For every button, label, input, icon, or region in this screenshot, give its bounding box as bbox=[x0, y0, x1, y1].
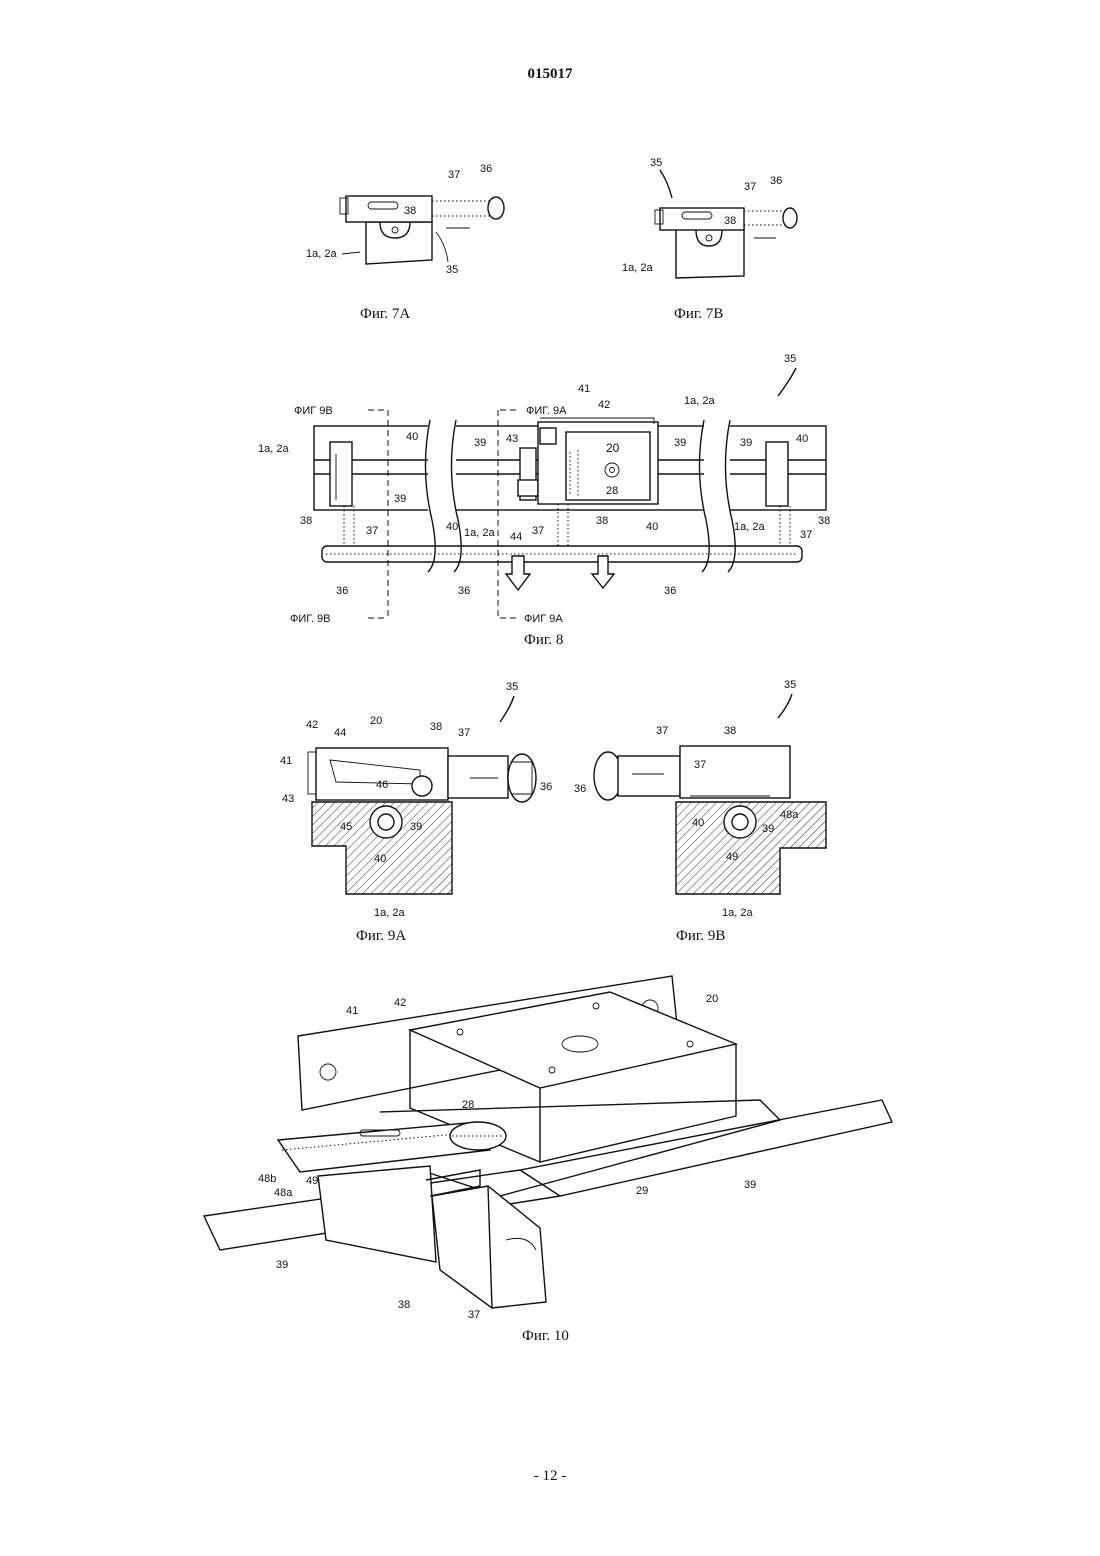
label-38: 38 bbox=[404, 205, 416, 217]
label-35: 35 bbox=[784, 679, 796, 691]
label-1a-2a: 1а, 2а bbox=[722, 907, 753, 919]
label-38: 38 bbox=[398, 1299, 410, 1311]
label-36: 36 bbox=[336, 585, 348, 597]
caption-fig-8: Фиг. 8 bbox=[524, 632, 563, 649]
label-37: 37 bbox=[458, 727, 470, 739]
label-40: 40 bbox=[446, 521, 458, 533]
section-9b-top: ФИГ 9В bbox=[294, 405, 333, 417]
label-38: 38 bbox=[430, 721, 442, 733]
caption-fig-9a: Фиг. 9А bbox=[356, 928, 406, 945]
label-40: 40 bbox=[374, 853, 386, 865]
label-39: 39 bbox=[410, 821, 422, 833]
label-37: 37 bbox=[656, 725, 668, 737]
figure-8: 35 41 42 1а, 2а ФИГ 9В ФИГ. 9А 1а, 2а bbox=[258, 353, 830, 625]
label-37: 37 bbox=[366, 525, 378, 537]
label-1a-2a: 1а, 2а bbox=[622, 262, 653, 274]
label-40: 40 bbox=[646, 521, 658, 533]
figure-7a: 37 36 38 1а, 2а 35 bbox=[306, 163, 504, 276]
label-37: 37 bbox=[448, 169, 460, 181]
caption-fig-9b: Фиг. 9В bbox=[676, 928, 725, 945]
label-37: 37 bbox=[532, 525, 544, 537]
label-40: 40 bbox=[692, 817, 704, 829]
section-9a-top: ФИГ. 9А bbox=[526, 405, 567, 417]
label-36: 36 bbox=[664, 585, 676, 597]
label-39: 39 bbox=[474, 437, 486, 449]
label-1a-2a: 1а, 2а bbox=[306, 248, 337, 260]
section-9b-bottom: ФИГ. 9В bbox=[290, 613, 330, 625]
label-38: 38 bbox=[818, 515, 830, 527]
label-1a-2a-mid: 1а, 2а bbox=[464, 527, 495, 539]
label-38: 38 bbox=[724, 215, 736, 227]
label-36: 36 bbox=[458, 585, 470, 597]
label-36: 36 bbox=[540, 781, 552, 793]
label-20: 20 bbox=[370, 715, 382, 727]
label-41: 41 bbox=[346, 1005, 358, 1017]
label-48b: 48b bbox=[258, 1173, 276, 1185]
label-46: 46 bbox=[376, 779, 388, 791]
label-35: 35 bbox=[506, 681, 518, 693]
label-42: 42 bbox=[306, 719, 318, 731]
label-36: 36 bbox=[574, 783, 586, 795]
label-39: 39 bbox=[740, 437, 752, 449]
label-44: 44 bbox=[510, 531, 522, 543]
label-20: 20 bbox=[706, 993, 718, 1005]
caption-fig-7b: Фиг. 7В bbox=[674, 306, 723, 323]
label-20: 20 bbox=[606, 441, 620, 455]
label-49: 49 bbox=[726, 851, 738, 863]
label-37: 37 bbox=[468, 1309, 480, 1321]
label-1a-2a: 1а, 2а bbox=[374, 907, 405, 919]
label-38: 38 bbox=[596, 515, 608, 527]
figure-9a: 35 42 20 38 37 41 44 46 43 36 45 39 40 1… bbox=[280, 681, 552, 919]
label-39: 39 bbox=[762, 823, 774, 835]
label-43: 43 bbox=[506, 433, 518, 445]
section-9a-bottom: ФИГ 9А bbox=[524, 613, 563, 625]
label-39: 39 bbox=[276, 1259, 288, 1271]
label-28: 28 bbox=[606, 485, 618, 497]
label-36: 36 bbox=[770, 175, 782, 187]
label-39: 39 bbox=[744, 1179, 756, 1191]
label-35: 35 bbox=[446, 264, 458, 276]
label-35: 35 bbox=[650, 157, 662, 169]
label-49: 49 bbox=[306, 1175, 318, 1187]
label-35: 35 bbox=[784, 353, 796, 365]
caption-fig-7a: Фиг. 7А bbox=[360, 306, 410, 323]
label-39: 39 bbox=[394, 493, 406, 505]
label-42: 42 bbox=[598, 399, 610, 411]
label-1a-2a-left: 1а, 2а bbox=[258, 443, 289, 455]
label-29: 29 bbox=[636, 1185, 648, 1197]
label-36: 36 bbox=[480, 163, 492, 175]
figure-9b: 35 37 38 37 36 40 48а 39 49 1а, 2а bbox=[574, 679, 826, 919]
label-41: 41 bbox=[280, 755, 292, 767]
caption-fig-10: Фиг. 10 bbox=[522, 1328, 569, 1345]
page-footer: - 12 - bbox=[0, 1468, 1100, 1485]
label-28: 28 bbox=[462, 1099, 474, 1111]
label-38: 38 bbox=[300, 515, 312, 527]
label-1a-2a-top: 1а, 2а bbox=[684, 395, 715, 407]
label-37: 37 bbox=[800, 529, 812, 541]
label-45: 45 bbox=[340, 821, 352, 833]
label-40: 40 bbox=[796, 433, 808, 445]
label-1a-2a-right: 1а, 2а bbox=[734, 521, 765, 533]
label-37: 37 bbox=[694, 759, 706, 771]
label-42: 42 bbox=[394, 997, 406, 1009]
label-38: 38 bbox=[724, 725, 736, 737]
label-43: 43 bbox=[282, 793, 294, 805]
label-44: 44 bbox=[334, 727, 346, 739]
label-48a: 48а bbox=[780, 809, 799, 821]
label-39: 39 bbox=[674, 437, 686, 449]
label-48a: 48а bbox=[274, 1187, 293, 1199]
label-37: 37 bbox=[744, 181, 756, 193]
figure-10: 41 42 20 28 bbox=[204, 976, 892, 1321]
label-41: 41 bbox=[578, 383, 590, 395]
figure-7b: 35 37 36 38 1а, 2а bbox=[622, 157, 797, 278]
label-40: 40 bbox=[406, 431, 418, 443]
